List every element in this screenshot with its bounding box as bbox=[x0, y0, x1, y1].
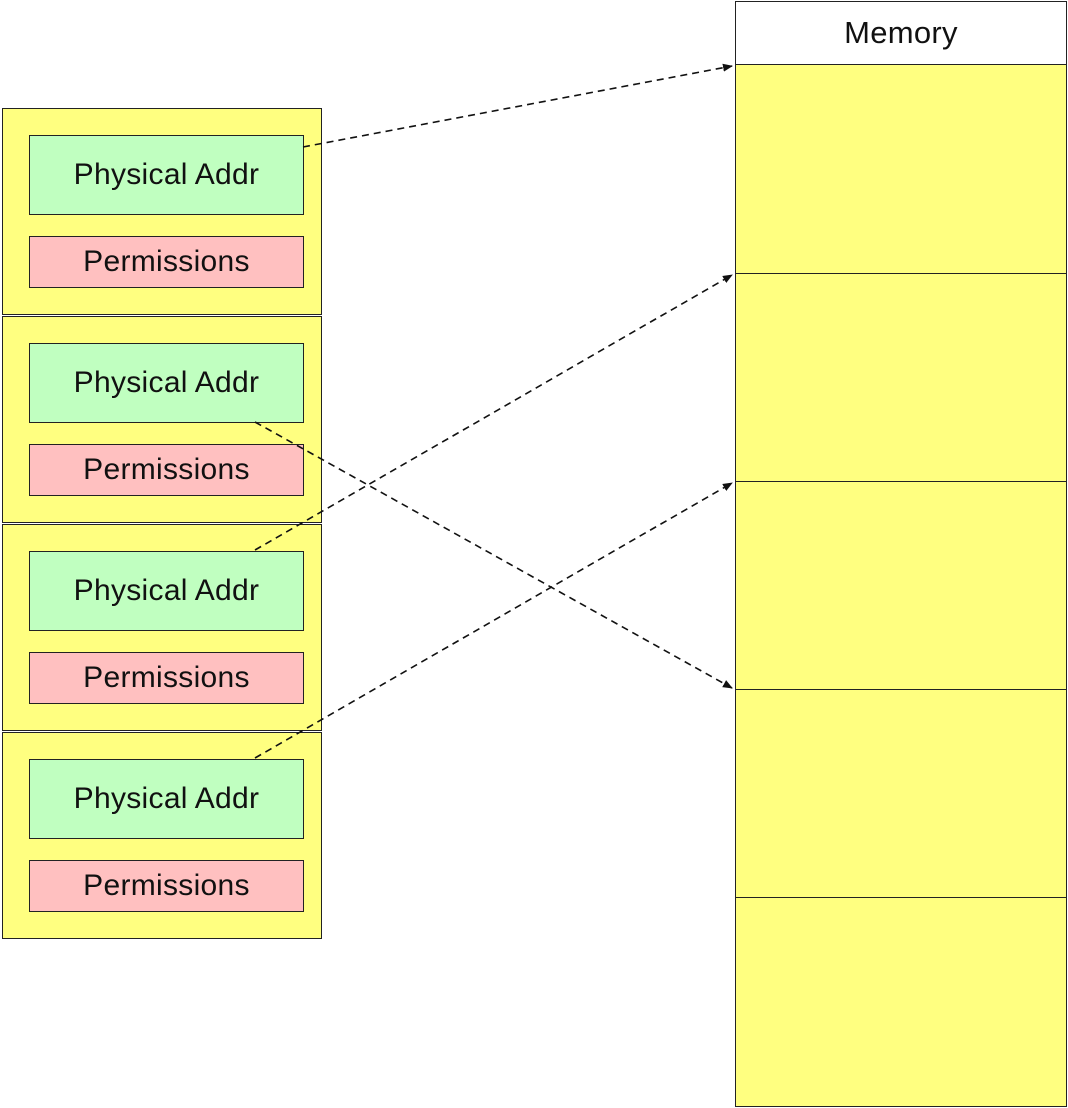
mapping-arrow bbox=[254, 274, 733, 551]
permissions-field: Permissions bbox=[29, 860, 304, 912]
memory-title: Memory bbox=[735, 1, 1067, 65]
memory-frame bbox=[735, 481, 1067, 690]
mapping-arrow bbox=[254, 482, 733, 759]
physical-address-field: Physical Addr bbox=[29, 551, 304, 631]
page-table-entry: Physical Addr Permissions bbox=[2, 108, 322, 315]
mapping-arrow bbox=[302, 63, 733, 148]
physical-address-field: Physical Addr bbox=[29, 343, 304, 423]
permissions-field: Permissions bbox=[29, 652, 304, 704]
memory-frame bbox=[735, 273, 1067, 482]
physical-address-field: Physical Addr bbox=[29, 759, 304, 839]
permissions-field: Permissions bbox=[29, 236, 304, 288]
page-table-entry: Physical Addr Permissions bbox=[2, 732, 322, 939]
mapping-arrow bbox=[254, 421, 733, 689]
memory-frame bbox=[735, 689, 1067, 898]
physical-address-field: Physical Addr bbox=[29, 135, 304, 215]
memory-frame bbox=[735, 897, 1067, 1107]
memory-frame bbox=[735, 64, 1067, 274]
page-table-entry: Physical Addr Permissions bbox=[2, 524, 322, 731]
page-table-entry: Physical Addr Permissions bbox=[2, 316, 322, 523]
permissions-field: Permissions bbox=[29, 444, 304, 496]
